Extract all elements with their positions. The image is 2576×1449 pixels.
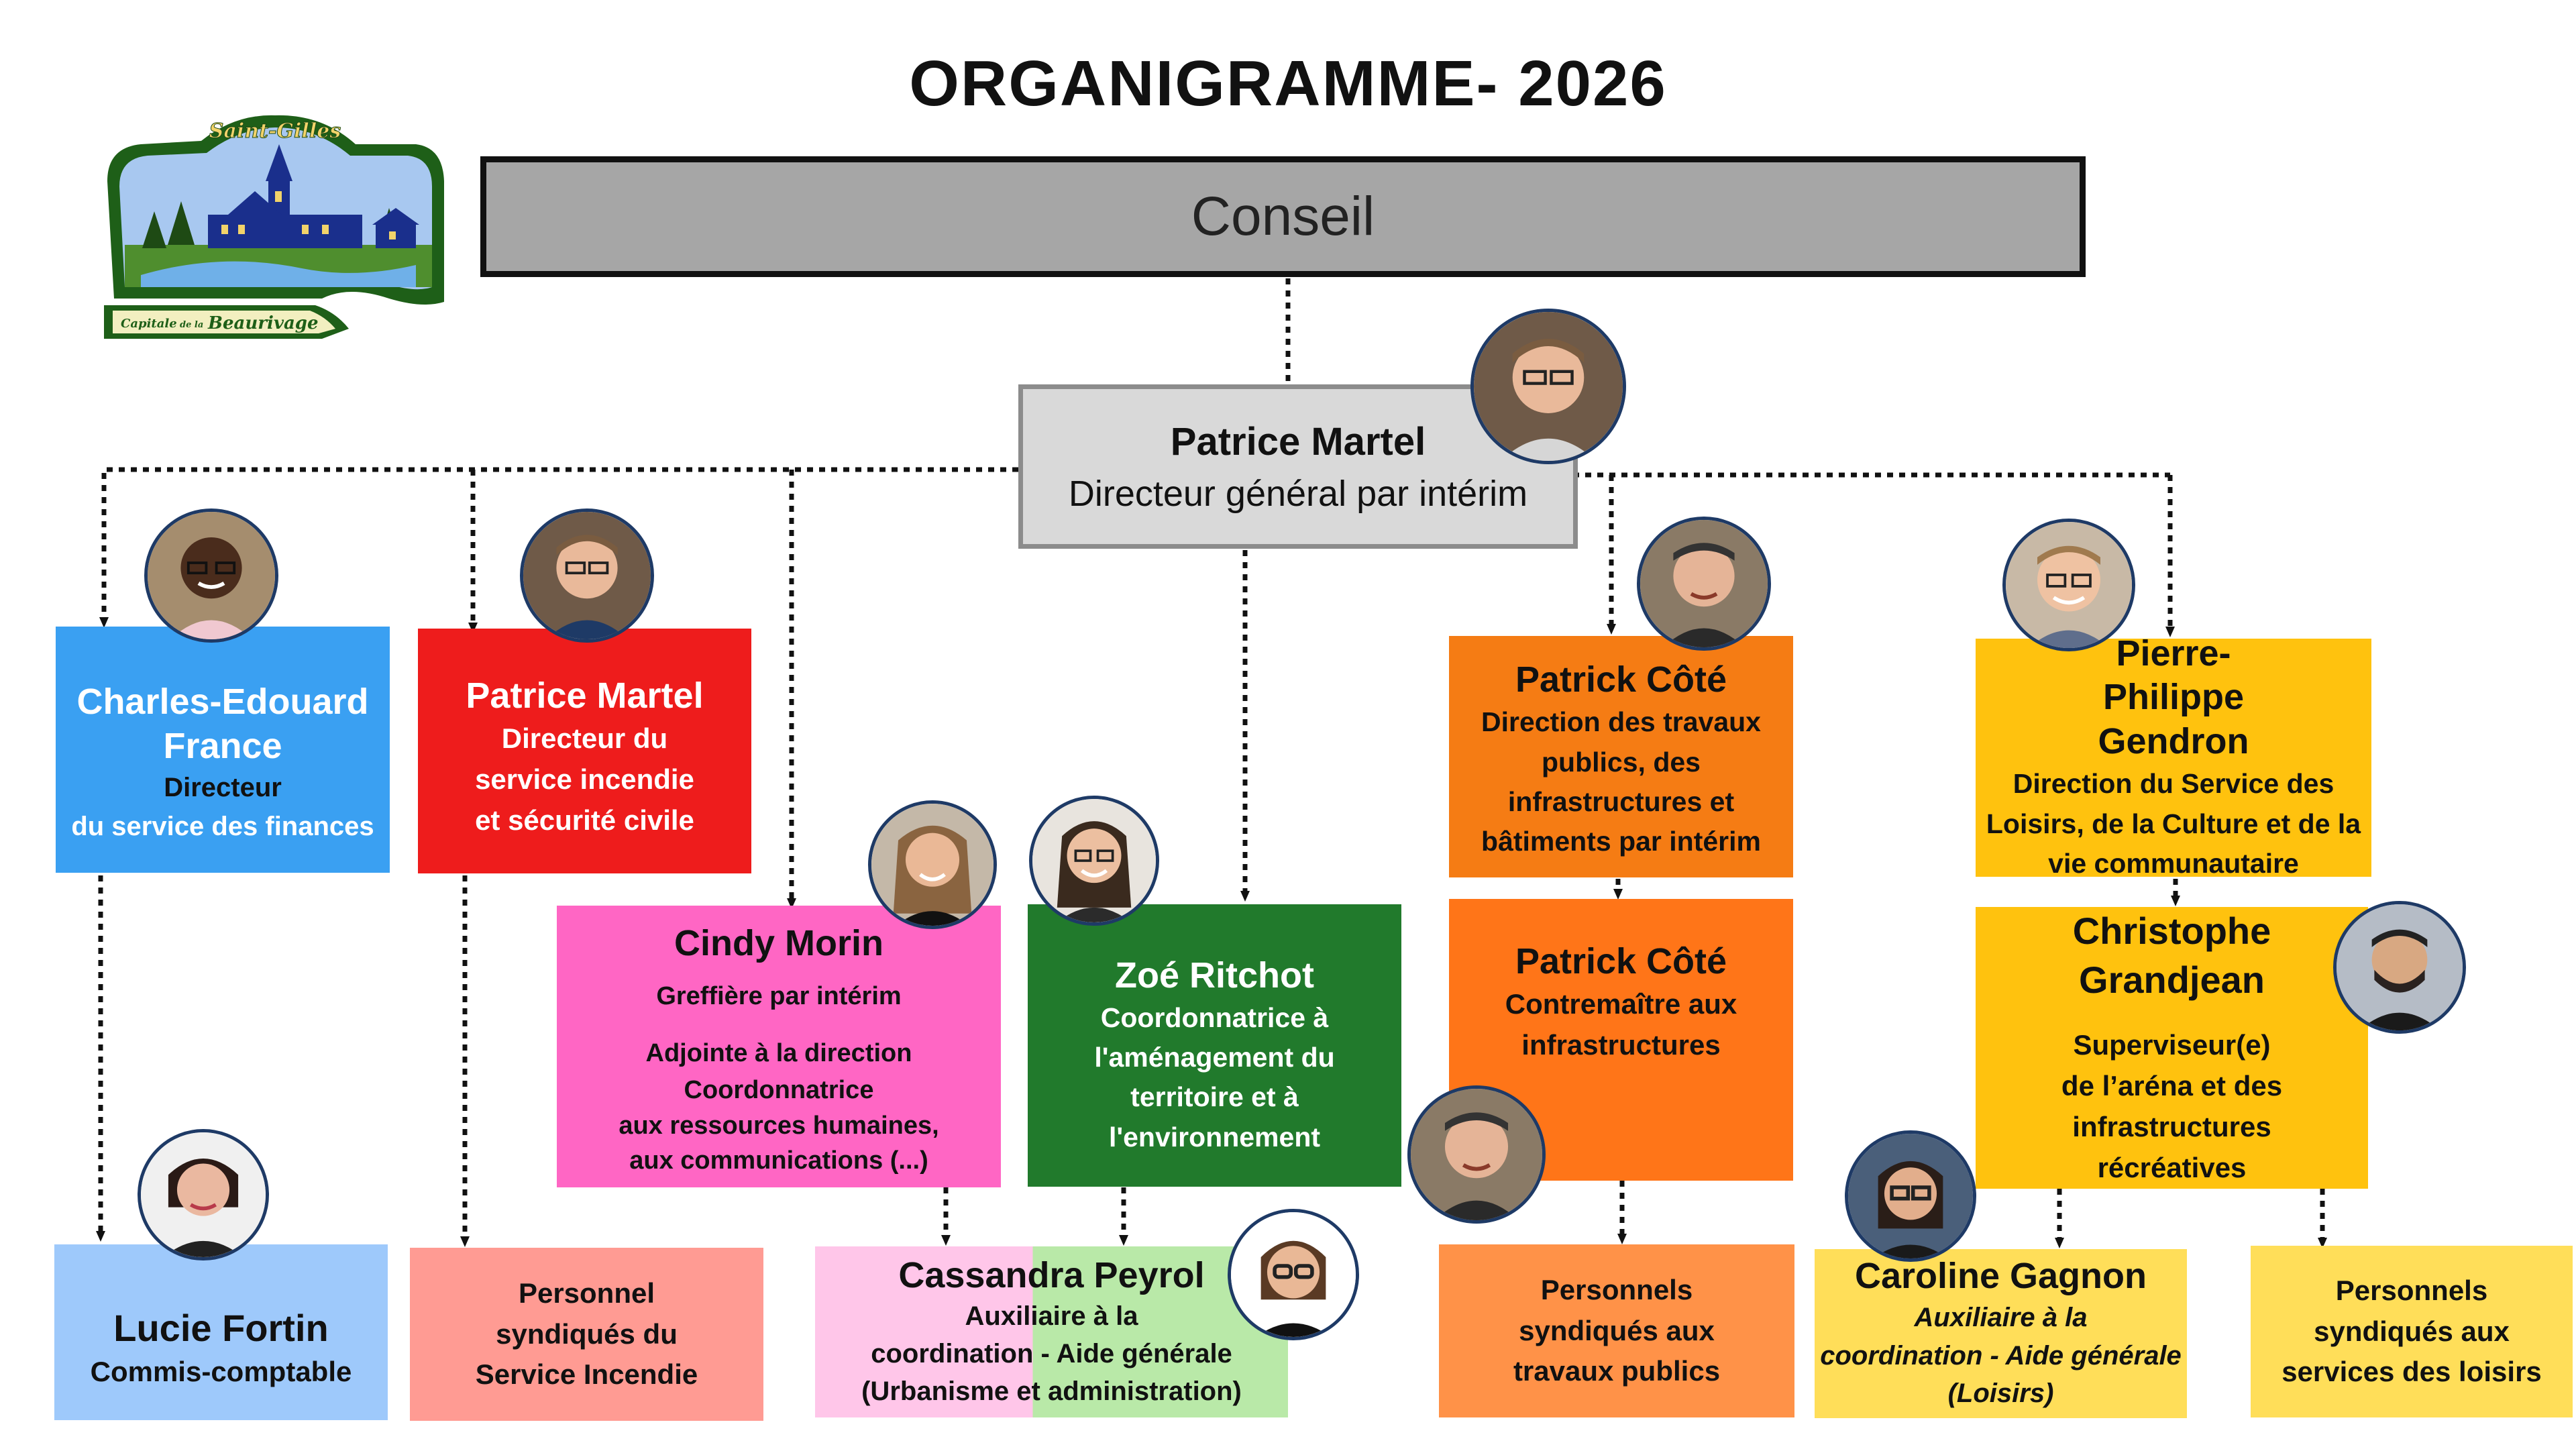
connector-dg-left — [99, 467, 1018, 628]
avatar-finances — [144, 508, 278, 643]
avatar-contremaitre — [1407, 1085, 1546, 1224]
peyrol-text: Cassandra Peyrol Auxiliaire à la coordin… — [815, 1246, 1288, 1417]
finances-box: Charles-Edouard France Directeur du serv… — [56, 627, 390, 873]
greffe-role-3: Coordonnatrice — [684, 1076, 874, 1105]
comptable-role: Commis-comptable — [90, 1355, 352, 1387]
avatar-incendie — [520, 508, 654, 643]
gagnon-role-3: (Loisirs) — [1947, 1379, 2054, 1409]
syndic-travaux-box: Personnels syndiqués aux travaux publics — [1439, 1244, 1794, 1417]
gagnon-name: Caroline Gagnon — [1854, 1255, 2147, 1296]
dg-box: Patrice Martel Directeur général par int… — [1018, 384, 1578, 549]
finances-name: Charles-Edouard France — [76, 681, 369, 766]
travaux-role: Direction des travaux publics, des infra… — [1481, 706, 1761, 857]
avatar-loisirs — [2002, 519, 2135, 651]
loisirs-box: Pierre-Philippe Gendron Direction du Ser… — [1976, 633, 2371, 879]
peyrol-role-1: Auxiliaire à la — [965, 1301, 1138, 1332]
greffe-box: Cindy Morin Greffière par intérim Adjoin… — [557, 906, 1001, 1187]
loisirs-name: Pierre-Philippe Gendron — [2098, 633, 2249, 762]
avatar-comptable — [138, 1129, 269, 1260]
avatar-gagnon — [1845, 1130, 1976, 1262]
syndic-incendie-label: Personnel syndiqués du Service Incendie — [475, 1277, 698, 1391]
peyrol-role-3: (Urbanisme et administration) — [861, 1377, 1242, 1407]
incendie-name: Patrice Martel — [466, 676, 704, 716]
greffe-role-5: aux communications (...) — [629, 1146, 928, 1175]
dg-name: Patrice Martel — [1170, 420, 1426, 464]
peyrol-role-2: coordination - Aide générale — [871, 1339, 1232, 1369]
finances-role-2: du service des finances — [71, 812, 374, 842]
finances-role-1: Directeur — [164, 773, 282, 803]
municipality-logo: Saint-Gilles Capitale de la Beaurivage — [101, 107, 449, 352]
avatar-peyrol — [1228, 1209, 1359, 1340]
contremaitre-name: Patrick Côté — [1515, 941, 1727, 982]
travaux-name: Patrick Côté — [1515, 659, 1727, 700]
svg-text:Capitale: Capitale — [121, 317, 177, 331]
arena-box: Christophe Grandjean Superviseur(e) de l… — [1976, 907, 2368, 1189]
arena-role: Superviseur(e) de l’aréna et des infrast… — [2061, 1029, 2283, 1183]
arena-name: Christophe Grandjean — [2072, 910, 2271, 1002]
conseil-box: Conseil — [480, 156, 2086, 277]
peyrol-box — [815, 1246, 1288, 1417]
avatar-arena — [2333, 901, 2466, 1034]
comptable-name: Lucie Fortin — [113, 1307, 329, 1350]
avatar-greffe — [868, 800, 997, 929]
syndic-loisirs-box: Personnels syndiqués aux services des lo… — [2251, 1246, 2573, 1417]
incendie-box: Patrice Martel Directeur du service ince… — [418, 629, 751, 873]
svg-text:Saint-Gilles: Saint-Gilles — [209, 119, 341, 143]
greffe-name: Cindy Morin — [674, 923, 883, 964]
svg-text:de la: de la — [180, 320, 203, 330]
amenagement-box: Zoé Ritchot Coordonnatrice à l'aménageme… — [1028, 904, 1401, 1187]
avatar-travaux — [1637, 517, 1771, 651]
gagnon-box: Caroline Gagnon Auxiliaire à la coordina… — [1815, 1249, 2187, 1418]
travaux-box: Patrick Côté Direction des travaux publi… — [1449, 636, 1793, 877]
gagnon-role-2: coordination - Aide générale — [1820, 1340, 2182, 1371]
contremaitre-role: Contremaître aux infrastructures — [1505, 988, 1737, 1061]
greffe-role-1: Greffière par intérim — [656, 982, 902, 1010]
syndic-incendie-box: Personnel syndiqués du Service Incendie — [410, 1248, 763, 1421]
amenagement-name: Zoé Ritchot — [1115, 955, 1314, 996]
avatar-dg — [1470, 309, 1626, 464]
dg-role: Directeur général par intérim — [1068, 473, 1528, 514]
conseil-label: Conseil — [1191, 186, 1375, 247]
svg-text:Beaurivage: Beaurivage — [207, 313, 319, 333]
loisirs-role: Direction du Service des Loisirs, de la … — [1986, 768, 2361, 879]
greffe-role-4: aux ressources humaines, — [619, 1112, 939, 1140]
comptable-box: Lucie Fortin Commis-comptable — [54, 1244, 388, 1420]
gagnon-role-1: Auxiliaire à la — [1914, 1302, 2088, 1332]
peyrol-name: Cassandra Peyrol — [898, 1254, 1205, 1295]
page-title: ORGANIGRAMME- 2026 — [909, 48, 1667, 119]
greffe-role-2: Adjointe à la direction — [645, 1039, 912, 1068]
syndic-loisirs-label: Personnels syndiqués aux services des lo… — [2282, 1274, 2542, 1388]
avatar-amenagement — [1029, 796, 1159, 926]
syndic-travaux-label: Personnels syndiqués aux travaux publics — [1513, 1273, 1721, 1387]
incendie-role: Directeur du service incendie et sécurit… — [475, 722, 694, 836]
amenagement-role: Coordonnatrice à l'aménagement du territ… — [1094, 1002, 1335, 1152]
